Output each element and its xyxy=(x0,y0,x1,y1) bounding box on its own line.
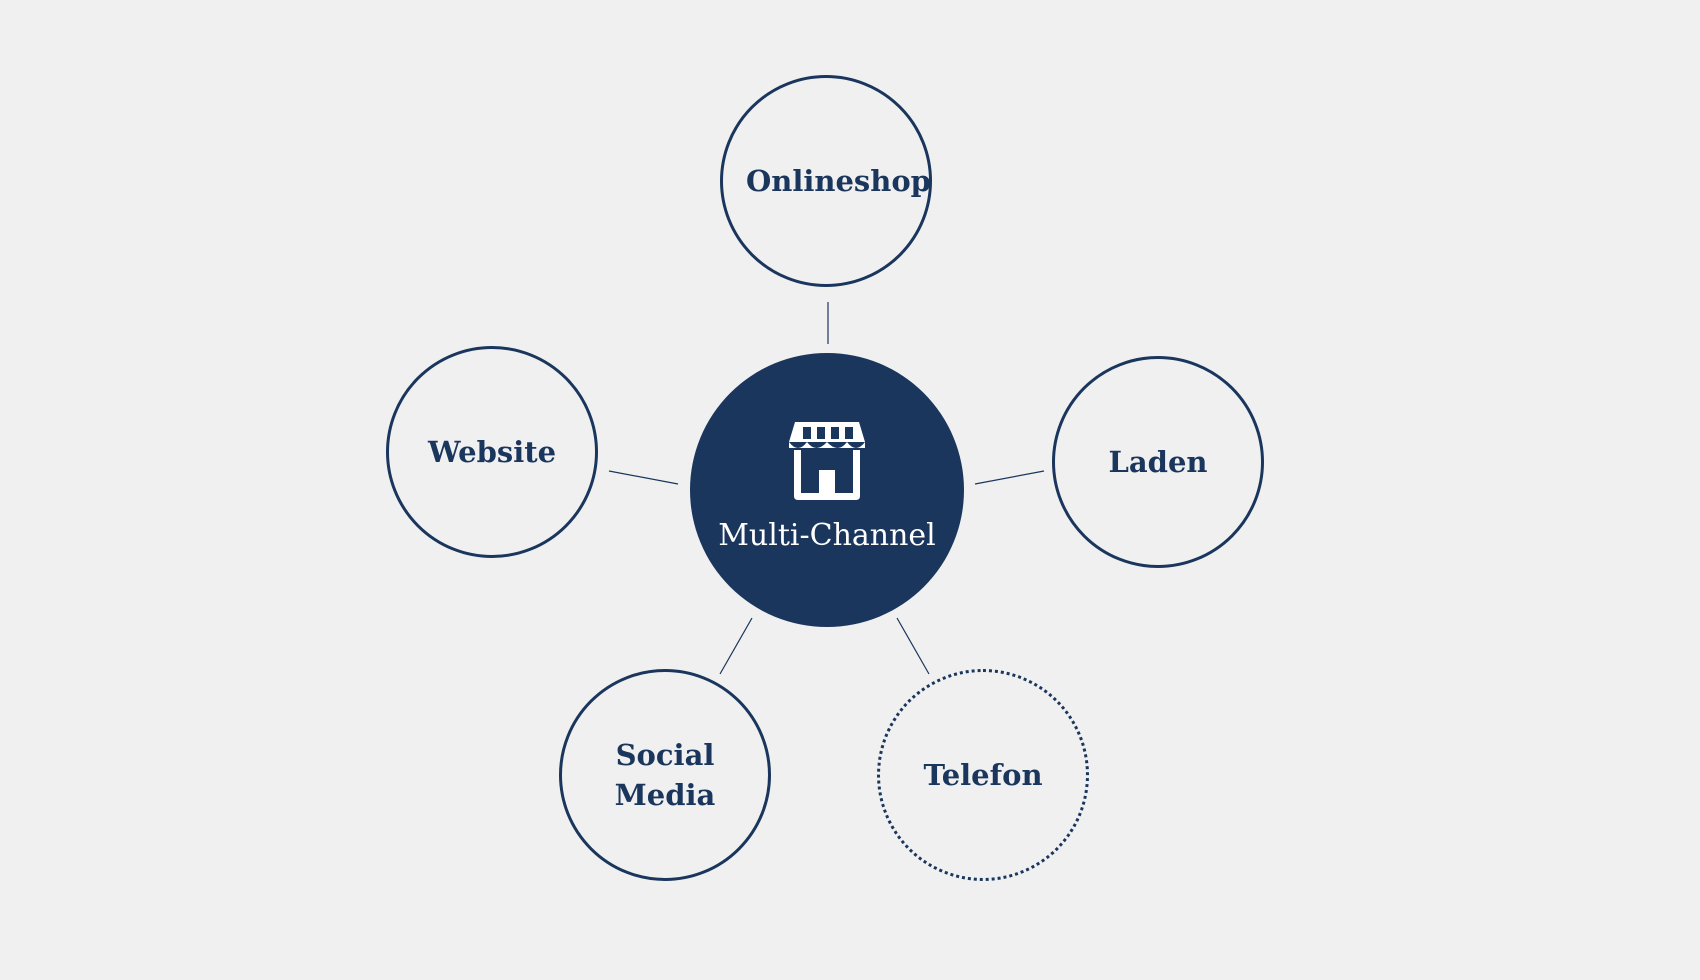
node-telefon-label: Telefon xyxy=(923,757,1043,792)
node-social-media: Social Media xyxy=(559,669,771,881)
hub-multi-channel: Multi-Channel xyxy=(690,353,964,627)
node-telefon: Telefon xyxy=(877,669,1089,881)
node-website-label: Website xyxy=(427,434,557,469)
connector-telefon xyxy=(896,617,930,675)
node-onlineshop: Onlineshop xyxy=(720,75,932,287)
connector-website xyxy=(608,470,679,485)
node-onlineshop-label: Onlineshop xyxy=(746,163,931,198)
node-social-media-label: Social Media xyxy=(614,737,716,812)
hub-label: Multi-Channel xyxy=(718,517,936,553)
connector-social-media xyxy=(719,617,753,675)
connector-laden xyxy=(974,470,1045,485)
node-website: Website xyxy=(386,346,598,558)
node-laden-label: Laden xyxy=(1108,444,1208,479)
node-laden: Laden xyxy=(1052,356,1264,568)
storefront-icon xyxy=(789,421,865,500)
